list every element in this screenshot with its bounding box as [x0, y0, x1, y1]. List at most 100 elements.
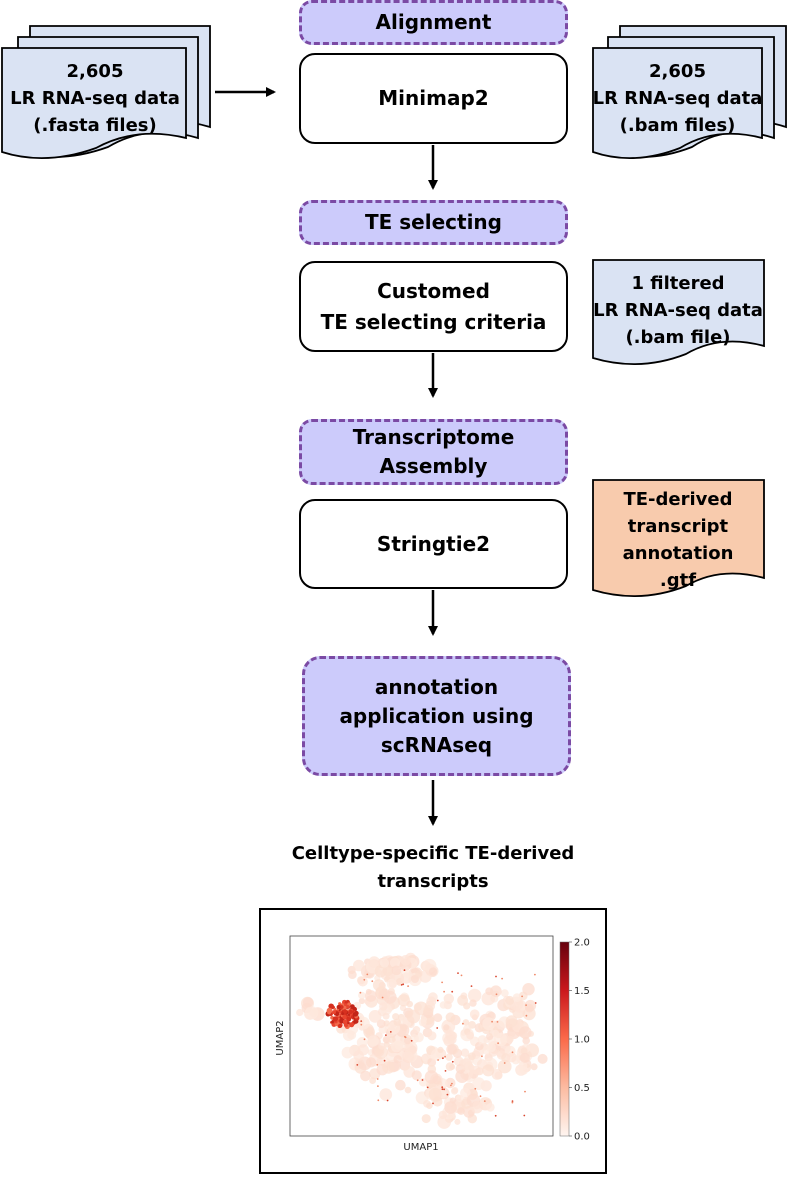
- umap-cell-point: [444, 1101, 457, 1114]
- umap-expressing-cell: [360, 1023, 363, 1026]
- umap-expressing-cell: [479, 1095, 482, 1098]
- umap-cell-point: [388, 1035, 396, 1044]
- umap-cell-point: [357, 1044, 369, 1056]
- tool-criteria-line-2: TE selecting criteria: [320, 309, 547, 334]
- umap-cell-point: [494, 1071, 503, 1080]
- umap-cell-point: [438, 1110, 447, 1120]
- umap-cell-point: [379, 1088, 393, 1101]
- umap-cell-cloud: [296, 952, 548, 1129]
- umap-cell-point: [404, 1037, 411, 1045]
- umap-expressing-cell: [400, 984, 403, 986]
- umap-expressing-cell: [450, 1084, 452, 1087]
- umap-cell-point: [455, 1094, 464, 1103]
- umap-cell-point: [391, 1041, 403, 1053]
- umap-cell-point: [406, 1009, 421, 1024]
- umap-cell-point: [437, 1046, 444, 1053]
- umap-cell-point: [428, 1087, 442, 1101]
- umap-ylabel: UMAP2: [275, 1020, 286, 1055]
- umap-expressing-cell: [437, 1059, 439, 1061]
- tool-stringtie2-label: Stringtie2: [376, 531, 491, 556]
- umap-high-expression-cell: [346, 1005, 350, 1009]
- umap-expressing-cell: [383, 1059, 386, 1062]
- umap-cell-point: [366, 1057, 377, 1068]
- umap-expressing-cell: [525, 1014, 528, 1017]
- filtered-bam-line-1: 1 filtered: [631, 272, 725, 294]
- umap-high-expression-cell: [333, 1007, 337, 1011]
- umap-cell-point: [530, 1063, 538, 1071]
- stage-assembly-line-1: Transcriptome: [352, 425, 515, 449]
- umap-expressing-cell: [376, 1063, 379, 1066]
- umap-cell-point: [460, 1087, 471, 1099]
- umap-cell-point: [474, 1068, 482, 1075]
- umap-expressing-cell: [436, 1027, 439, 1029]
- umap-high-expression-cell: [354, 1010, 359, 1016]
- bam-files-doc-stack-icon: [592, 25, 787, 159]
- umap-cell-point: [469, 999, 477, 1007]
- umap-cell-point: [468, 1052, 476, 1061]
- umap-cell-point: [505, 995, 515, 1005]
- umap-expressing-cell: [363, 1038, 366, 1041]
- umap-high-expression-cell: [331, 1020, 334, 1024]
- umap-expressing-cell: [356, 1064, 359, 1066]
- umap-cell-point: [304, 1006, 319, 1020]
- umap-high-expression-cell: [341, 1012, 345, 1016]
- umap-cell-point: [477, 1035, 488, 1045]
- umap-cell-point: [408, 1045, 417, 1054]
- umap-cell-point: [379, 958, 390, 968]
- umap-cell-point: [404, 1086, 412, 1094]
- umap-high-expression-cell: [332, 1016, 339, 1022]
- umap-expressing-cell: [511, 1051, 514, 1054]
- umap-expressing-cell: [460, 974, 463, 977]
- umap-cell-point: [421, 1114, 431, 1124]
- umap-cell-point: [393, 1055, 402, 1064]
- umap-expressing-cell: [386, 1099, 389, 1102]
- umap-cell-point: [374, 1045, 388, 1059]
- umap-cell-point: [485, 987, 494, 996]
- umap-cell-point: [525, 1003, 534, 1013]
- umap-cell-point: [468, 988, 482, 1003]
- umap-expressing-cell: [524, 1090, 526, 1093]
- umap-high-expression-cell: [339, 1005, 344, 1009]
- stage-annotation-application: annotation application using scRNAseq: [302, 656, 571, 776]
- umap-cell-point: [445, 1077, 456, 1089]
- umap-cell-point: [411, 1070, 422, 1081]
- umap-high-expression-cell: [327, 1010, 332, 1015]
- umap-expressing-cell: [534, 973, 536, 976]
- umap-cell-point: [522, 1036, 530, 1045]
- umap-high-expression-cell: [350, 1004, 355, 1010]
- umap-cell-point: [369, 1077, 376, 1084]
- umap-cell-point: [386, 978, 397, 989]
- umap-expressing-cell: [474, 1087, 477, 1090]
- bam-line-3: (.bam files): [619, 114, 736, 136]
- umap-expressing-cell: [444, 1055, 446, 1058]
- umap-cell-point: [469, 1009, 480, 1019]
- umap-high-expression-cell: [344, 1003, 348, 1007]
- umap-expressing-cell: [443, 990, 445, 993]
- umap-cell-point: [382, 1061, 395, 1074]
- umap-cell-point: [446, 1044, 457, 1055]
- umap-cell-point: [506, 1052, 517, 1063]
- bam-line-1: 2,605: [649, 60, 706, 82]
- umap-cell-point: [427, 1031, 437, 1041]
- umap-expressing-cell: [381, 996, 384, 999]
- umap-cell-point: [382, 1035, 390, 1044]
- umap-cell-point: [443, 1024, 450, 1031]
- umap-colorbar: [559, 941, 570, 1137]
- umap-cell-point: [457, 995, 468, 1006]
- stage-te-selecting: TE selecting: [299, 200, 568, 245]
- umap-cell-point: [428, 992, 438, 1002]
- stage-alignment-label: Alignment: [375, 10, 492, 34]
- umap-cell-point: [358, 991, 366, 1000]
- umap-cell-point: [412, 1026, 421, 1034]
- umap-cell-point: [358, 997, 365, 1005]
- umap-expressing-cell: [511, 1100, 514, 1102]
- fasta-line-3: (.fasta files): [33, 114, 157, 136]
- umap-cell-point: [424, 1070, 439, 1084]
- umap-high-expression-cell: [346, 1017, 352, 1022]
- umap-expressing-cell: [497, 1042, 499, 1045]
- umap-cell-point: [443, 1035, 455, 1047]
- umap-expressing-cell: [481, 1055, 483, 1058]
- umap-cell-point: [472, 1077, 485, 1091]
- umap-cell-point: [454, 1118, 461, 1125]
- fasta-files-doc-stack-icon: [1, 25, 211, 159]
